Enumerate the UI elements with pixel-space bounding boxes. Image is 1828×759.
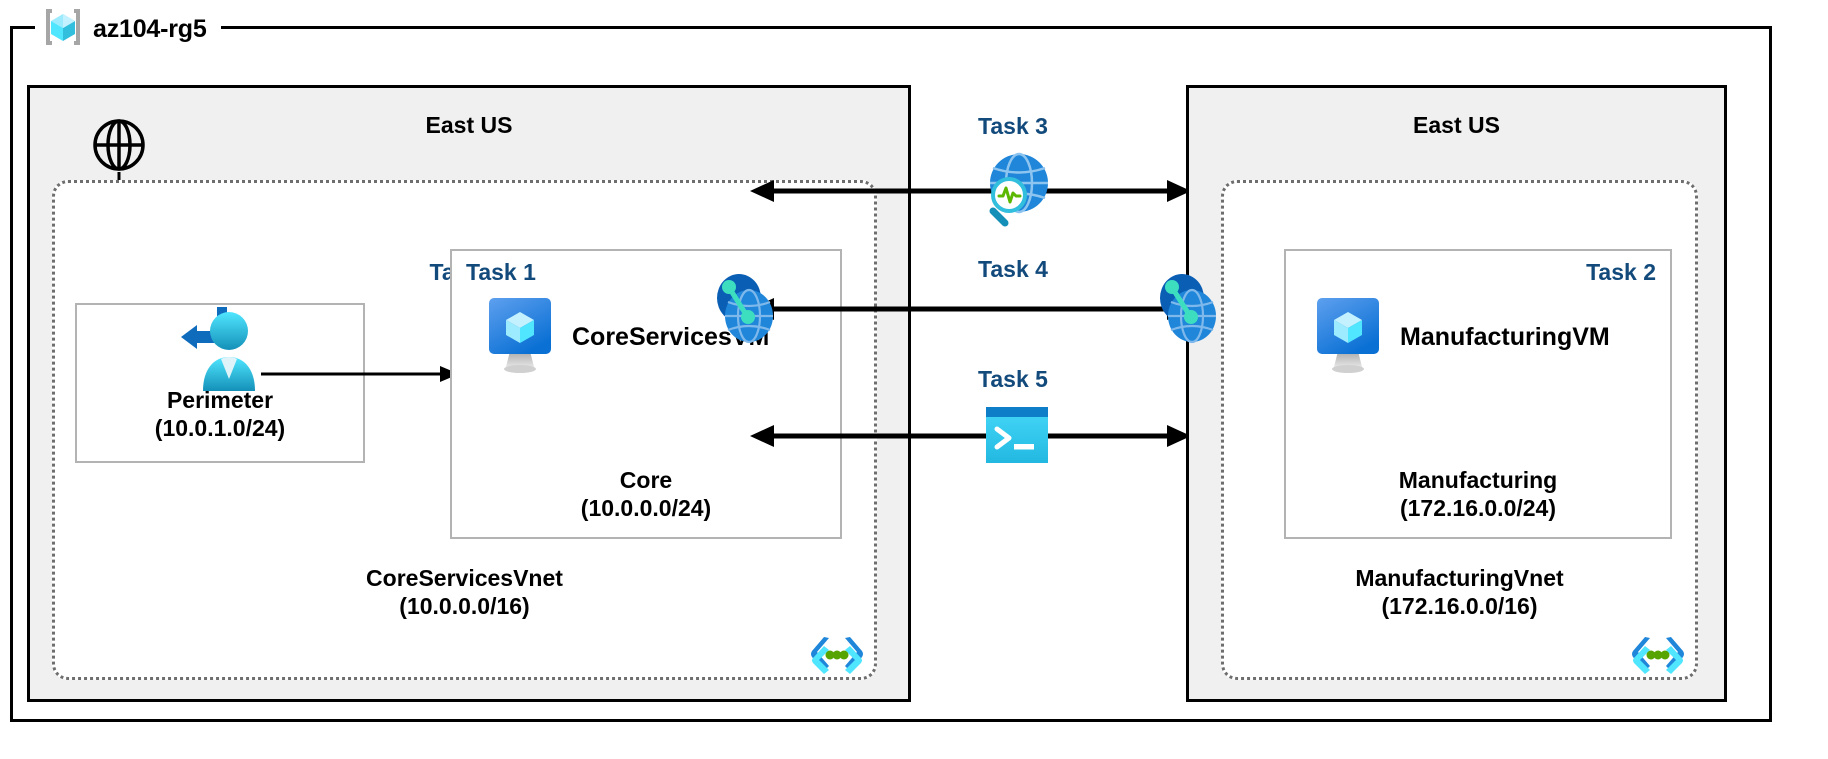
connector-task5-left [750, 425, 998, 447]
task-label-5: Task 5 [978, 366, 1048, 392]
vm-name-manufacturing: ManufacturingVM [1400, 323, 1610, 351]
vnet-coreservices-cidr: (10.0.0.0/16) [399, 593, 530, 620]
vnet-coreservices-name: CoreServicesVnet [366, 564, 563, 591]
manufacturing-name: Manufacturing [1398, 466, 1558, 493]
resource-group-container: az104-rg5 East US Task 6 [10, 3, 1772, 722]
vm-manufacturing: ManufacturingVM [1314, 295, 1610, 380]
internet-globe-icon [92, 118, 146, 177]
region-panel-right: East US Task 2 [1186, 85, 1727, 702]
vnet-peering-icon [713, 272, 775, 349]
vnet-coreservices: Task 6 [52, 180, 877, 680]
virtual-machine-icon [486, 295, 554, 380]
vnet-coreservices-caption: CoreServicesVnet (10.0.0.0/16) [55, 564, 874, 622]
network-watcher-icon [975, 151, 1055, 232]
vnet-manufacturing: Task 2 [1221, 180, 1698, 680]
manufacturing-caption: Manufacturing (172.16.0.0/24) [1286, 466, 1670, 524]
connector-task4 [750, 298, 1191, 320]
resource-group-header: az104-rg5 [35, 3, 221, 55]
vnet-manufacturing-name: ManufacturingVnet [1355, 564, 1564, 591]
connector-perimeter-to-core [261, 366, 459, 382]
task-label-4: Task 4 [978, 256, 1048, 282]
resource-group-name: az104-rg5 [93, 14, 207, 43]
azure-resource-group-icon [41, 5, 85, 54]
perimeter-name: Perimeter [166, 386, 274, 413]
subnet-perimeter: Perimeter (10.0.1.0/24) [75, 303, 365, 463]
region-label-right: East US [1413, 112, 1500, 138]
cloud-shell-icon [986, 407, 1048, 468]
task-label-1: Task 1 [466, 259, 536, 285]
vnet-manufacturing-cidr: (172.16.0.0/16) [1381, 593, 1538, 620]
virtual-machine-icon [1314, 295, 1382, 380]
connector-task5-right [1043, 425, 1191, 447]
task-label-2: Task 2 [1586, 259, 1656, 285]
subnet-icon [810, 632, 864, 681]
core-caption: Core (10.0.0.0/24) [452, 466, 840, 524]
manufacturing-cidr: (172.16.0.0/24) [1399, 495, 1556, 522]
core-cidr: (10.0.0.0/24) [580, 495, 712, 522]
perimeter-caption: Perimeter (10.0.1.0/24) [77, 386, 363, 444]
user-access-icon [173, 303, 261, 400]
connector-task3-right [1033, 180, 1191, 202]
vnet-peering-icon [1156, 272, 1218, 349]
subnet-manufacturing: Task 2 [1284, 249, 1672, 539]
perimeter-cidr: (10.0.1.0/24) [154, 415, 286, 442]
subnet-icon [1631, 632, 1685, 681]
core-name: Core [619, 466, 673, 493]
vnet-manufacturing-caption: ManufacturingVnet (172.16.0.0/16) [1224, 564, 1695, 622]
subnet-core: Task 1 [450, 249, 842, 539]
region-label-left: East US [425, 112, 513, 138]
task-label-3: Task 3 [978, 113, 1048, 139]
